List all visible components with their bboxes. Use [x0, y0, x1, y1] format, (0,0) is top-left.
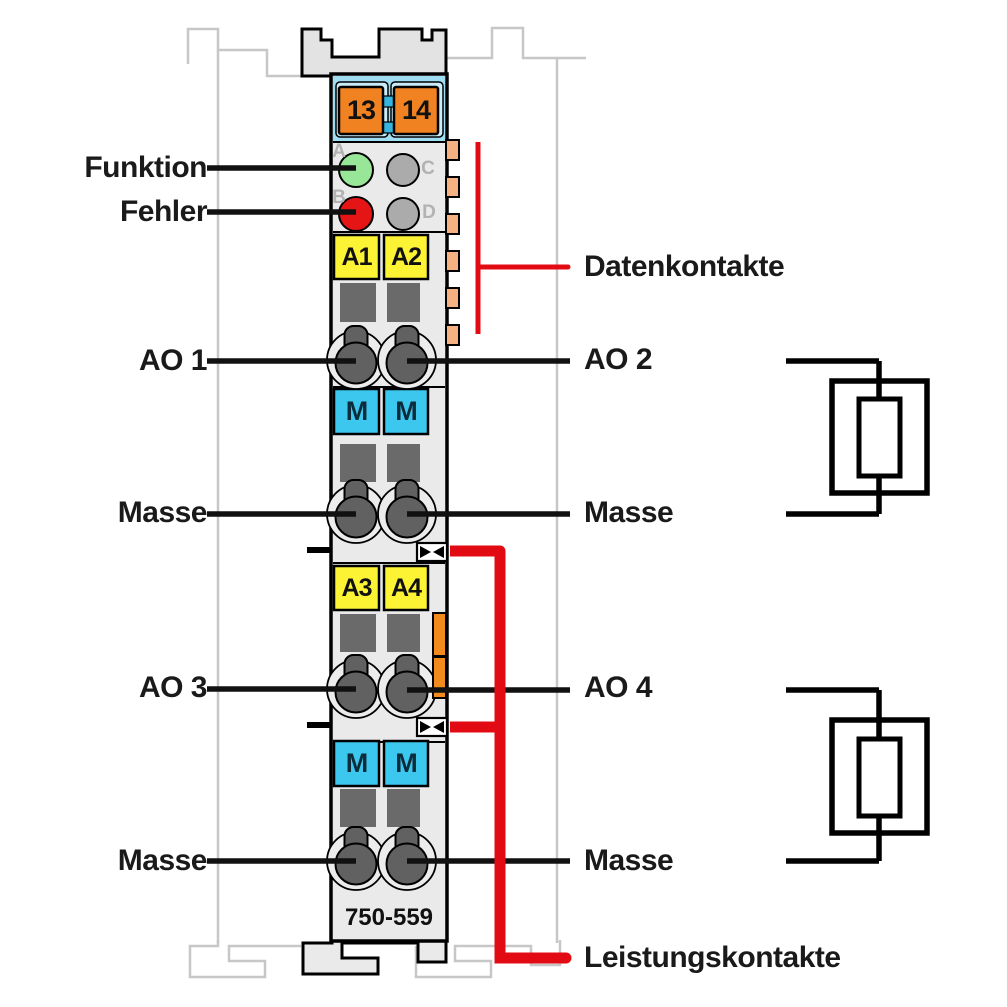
- neighbor-module-outlines: [186, 26, 586, 979]
- power-contact-icon: [415, 541, 449, 563]
- label-masse-left-upper: Masse: [117, 496, 208, 529]
- terminal-a2-label: A2: [391, 242, 422, 271]
- label-datenkontakte: Datenkontakte: [584, 250, 785, 283]
- terminal-m1-square: [332, 387, 381, 436]
- load-symbol-upper: [786, 358, 930, 517]
- terminal-13-square: [337, 85, 385, 136]
- label-masse-left-lower: Masse: [117, 844, 208, 877]
- led-marker-a: A: [332, 141, 346, 162]
- red-annotation-lines: [450, 142, 572, 964]
- neighbor-left-foot-outline: [188, 940, 301, 979]
- terminal-a2-square: [382, 233, 430, 281]
- led-marker-b: B: [332, 187, 346, 208]
- neighbor-right-top-outline: [446, 26, 586, 60]
- led-marker-c: C: [421, 158, 435, 179]
- terminal-m4-square: [382, 739, 430, 788]
- leader-lines: [207, 165, 570, 864]
- label-ao4: AO 4: [584, 671, 653, 704]
- terminal-a3-square: [332, 564, 381, 612]
- data-contact-icon: [445, 213, 460, 235]
- terminal-14-square: [392, 85, 440, 136]
- label-masse-right-upper: Masse: [584, 496, 674, 529]
- load-symbol-lower: [786, 687, 930, 864]
- data-contacts: [445, 139, 460, 346]
- label-masse-right-lower: Masse: [584, 844, 674, 877]
- terminal-m2-square: [382, 387, 430, 436]
- label-leistungskontakte: Leistungskontakte: [584, 941, 841, 974]
- terminal-a3-label: A3: [341, 573, 373, 602]
- label-ao2: AO 2: [584, 343, 653, 376]
- wire-entry-openings: [340, 283, 420, 827]
- terminal-m-label: M: [395, 748, 418, 778]
- data-contact-icon: [445, 250, 460, 272]
- terminal-m3-square: [332, 739, 381, 788]
- module-din-foot: [301, 939, 448, 976]
- data-contact-icon: [445, 287, 460, 309]
- neighbor-right-foot-outline: [414, 940, 562, 979]
- module-model-number: 750-559: [344, 904, 434, 931]
- terminal-m-label: M: [345, 396, 369, 426]
- leistungskontakte-line: [494, 545, 572, 964]
- data-contact-icon: [445, 176, 460, 198]
- terminal-a4-square: [382, 564, 430, 612]
- led-c-gray: [386, 153, 420, 187]
- data-contact-icon: [445, 324, 460, 346]
- led-marker-d: D: [422, 202, 436, 223]
- neighbor-left-top-outline: [186, 27, 301, 78]
- terminal-14-label: 14: [401, 95, 431, 125]
- terminal-m-label: M: [395, 396, 418, 426]
- data-contact-icon: [445, 139, 460, 161]
- terminal-m-label: M: [345, 748, 369, 778]
- label-ao3: AO 3: [138, 671, 208, 704]
- module-top-cap: [300, 27, 448, 78]
- power-contact-icon: [415, 716, 449, 738]
- terminal-a1-square: [332, 233, 381, 281]
- led-d-gray: [386, 197, 420, 231]
- label-funktion: Funktion: [84, 151, 207, 184]
- terminal-13-label: 13: [346, 95, 376, 125]
- label-ao1: AO 1: [138, 344, 208, 377]
- terminal-a4-label: A4: [391, 573, 422, 602]
- latch-icon: [432, 612, 447, 657]
- label-fehler: Fehler: [119, 195, 208, 228]
- terminal-a1-label: A1: [341, 242, 373, 271]
